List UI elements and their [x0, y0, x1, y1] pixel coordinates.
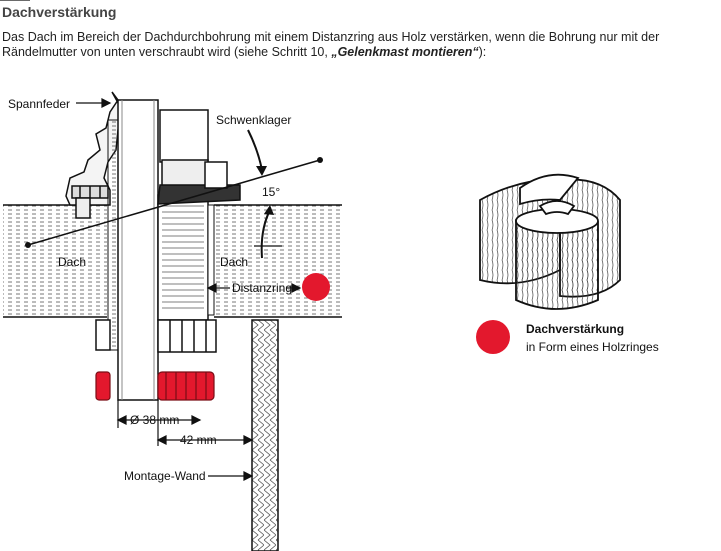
tilt-line: [27, 159, 321, 246]
label-distanzring: Distanzring: [232, 281, 292, 295]
page-title: Dachverstärkung: [2, 4, 117, 20]
intro-text: Das Dach im Bereich der Dachdurchbohrung…: [2, 30, 660, 59]
label-spannfeder: Spannfeder: [8, 97, 70, 111]
intro-paragraph: Das Dach im Bereich der Dachdurchbohrung…: [2, 30, 717, 60]
label-diameter: Ø 38 mm: [130, 413, 179, 427]
label-schwenklager: Schwenklager: [216, 113, 291, 127]
schwenklager-pointer: [247, 129, 263, 171]
wood-ring-illustration: [479, 173, 621, 310]
legend-subtitle: in Form eines Holzringes: [526, 340, 659, 354]
label-montage-wand: Montage-Wand: [124, 469, 206, 483]
knurled-nut-red: [95, 371, 215, 401]
mounting-wall: [251, 319, 279, 551]
mast-tube: [107, 99, 159, 401]
intro-emphasis: „Gelenkmast montieren“: [331, 45, 479, 59]
distanzring-marker: [302, 273, 330, 301]
legend-title: Dachverstärkung: [526, 322, 624, 336]
dimension-lines: [0, 0, 302, 481]
intro-text-end: ):: [478, 45, 487, 59]
label-wall-distance: 42 mm: [180, 433, 217, 447]
legend-marker: [476, 320, 510, 354]
threaded-sleeve: [157, 194, 209, 321]
mounting-nut: [95, 319, 217, 353]
label-dach-right: Dach: [220, 255, 248, 269]
label-dach-left: Dach: [58, 255, 86, 269]
label-angle: 15°: [262, 185, 280, 199]
distanzring-ring: [207, 204, 215, 316]
